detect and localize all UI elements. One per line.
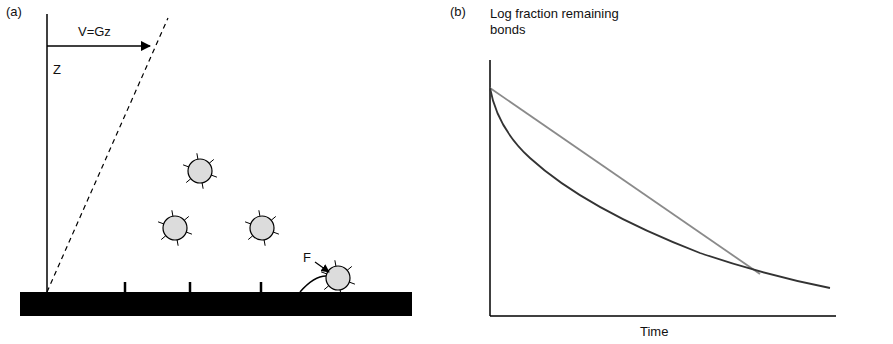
cell xyxy=(326,266,350,290)
cell-receptor xyxy=(161,236,166,240)
z-axis xyxy=(46,14,48,292)
velocity-profile xyxy=(47,18,168,292)
cell-receptor xyxy=(335,260,336,266)
cell-receptor xyxy=(264,240,265,246)
cell-receptor xyxy=(245,222,251,224)
velocity-arrow xyxy=(47,45,150,47)
single-exponential-line xyxy=(490,88,760,274)
cell-receptor xyxy=(211,175,217,177)
surface xyxy=(20,292,412,316)
velocity-label: V=Gz xyxy=(78,24,111,40)
cell-receptor xyxy=(158,222,164,224)
tether-bond xyxy=(300,276,326,292)
panel-label: (a) xyxy=(6,4,22,20)
cell-receptor xyxy=(184,216,189,220)
cell-receptor xyxy=(202,183,203,189)
cell-receptor xyxy=(259,210,260,216)
axis-label: Time xyxy=(640,324,668,340)
cell-receptor xyxy=(183,165,189,167)
axis-title: Log fraction remaining bonds xyxy=(490,6,640,38)
cells xyxy=(158,153,355,295)
cell-receptor xyxy=(349,282,355,284)
cell-receptor xyxy=(321,272,327,274)
x-axis xyxy=(490,315,836,317)
force-arrow xyxy=(315,262,329,272)
cell xyxy=(163,216,187,240)
cell xyxy=(250,216,274,240)
cell-receptor xyxy=(324,286,329,290)
cell-receptor xyxy=(186,179,191,183)
cell-receptor xyxy=(177,240,178,246)
cell-receptor xyxy=(248,236,253,240)
y-axis xyxy=(489,60,491,316)
cell-receptor xyxy=(209,159,214,163)
cell-receptor xyxy=(172,210,173,216)
biphasic-curve xyxy=(490,88,830,288)
cell-receptor xyxy=(197,153,198,159)
cell-receptor xyxy=(340,290,341,296)
cell xyxy=(188,159,212,183)
surface-receptors xyxy=(125,282,261,292)
cell-receptor xyxy=(186,232,192,234)
axis-label: Z xyxy=(53,62,61,78)
force-label: F xyxy=(303,250,311,266)
panel-label: (b) xyxy=(450,4,466,20)
cell-receptor xyxy=(271,216,276,220)
cell-receptor xyxy=(347,266,352,270)
cell-receptor xyxy=(273,232,279,234)
